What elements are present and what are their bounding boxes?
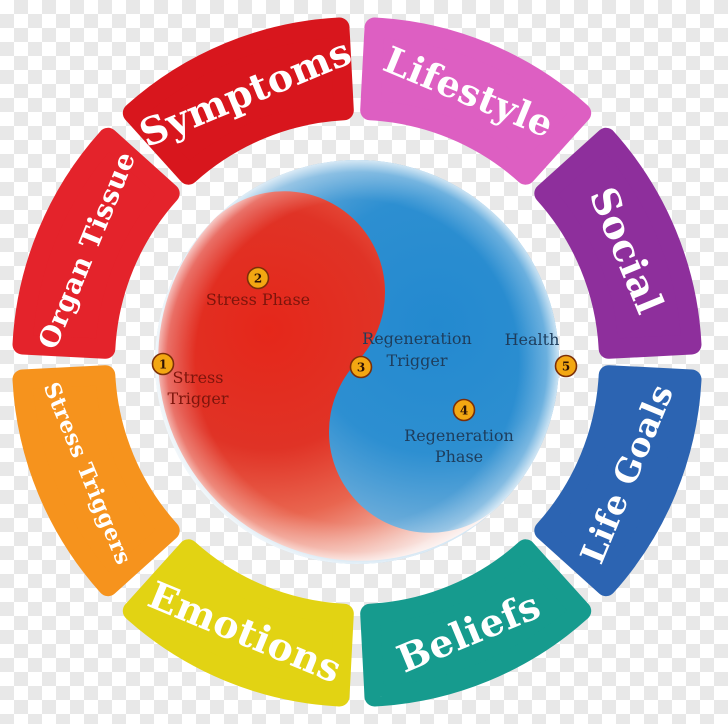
cycle-point-label-line: Regeneration xyxy=(362,329,472,348)
cycle-point-label: Health xyxy=(505,330,560,349)
wheel-segment-life-goals xyxy=(534,365,702,597)
wheel-segment-beliefs xyxy=(360,539,592,707)
cycle-point-number: 1 xyxy=(159,357,167,371)
wheel-segment-lifestyle xyxy=(360,17,592,185)
ring-segments xyxy=(12,17,702,707)
cycle-point-badge-4 xyxy=(452,398,476,422)
cycle-point-badge-2 xyxy=(246,266,270,290)
cycle-point-badge-1 xyxy=(151,352,175,376)
cycle-point-label-line: Stress xyxy=(173,368,224,387)
cycle-point-label-line: Trigger xyxy=(386,351,447,370)
cycle-point-label-line: Trigger xyxy=(167,389,228,408)
cycle-point-label-line: Phase xyxy=(435,447,483,466)
cycle-point-label-line: Stress Phase xyxy=(206,290,310,309)
cycle-point-number: 3 xyxy=(357,360,365,374)
cycle-point-number: 5 xyxy=(562,359,570,373)
wheel-segment-symptoms xyxy=(122,17,354,185)
wheel-segment-emotions xyxy=(122,539,354,707)
cycle-point-badge-3 xyxy=(349,355,373,379)
cycle-point-number: 4 xyxy=(460,403,468,417)
wheel-segment-social xyxy=(534,127,702,359)
cycle-point-number: 2 xyxy=(254,271,262,285)
wheel-segment-organ-tissue xyxy=(12,127,180,359)
cycle-point-label: Stress Phase xyxy=(206,290,310,309)
wheel-segment-stress-triggers xyxy=(12,365,180,597)
cycle-point-label-line: Health xyxy=(505,330,560,349)
cycle-point-badge-5 xyxy=(554,354,578,378)
inner-cycle-circle xyxy=(155,160,559,564)
cycle-point-label-line: Regeneration xyxy=(404,426,514,445)
